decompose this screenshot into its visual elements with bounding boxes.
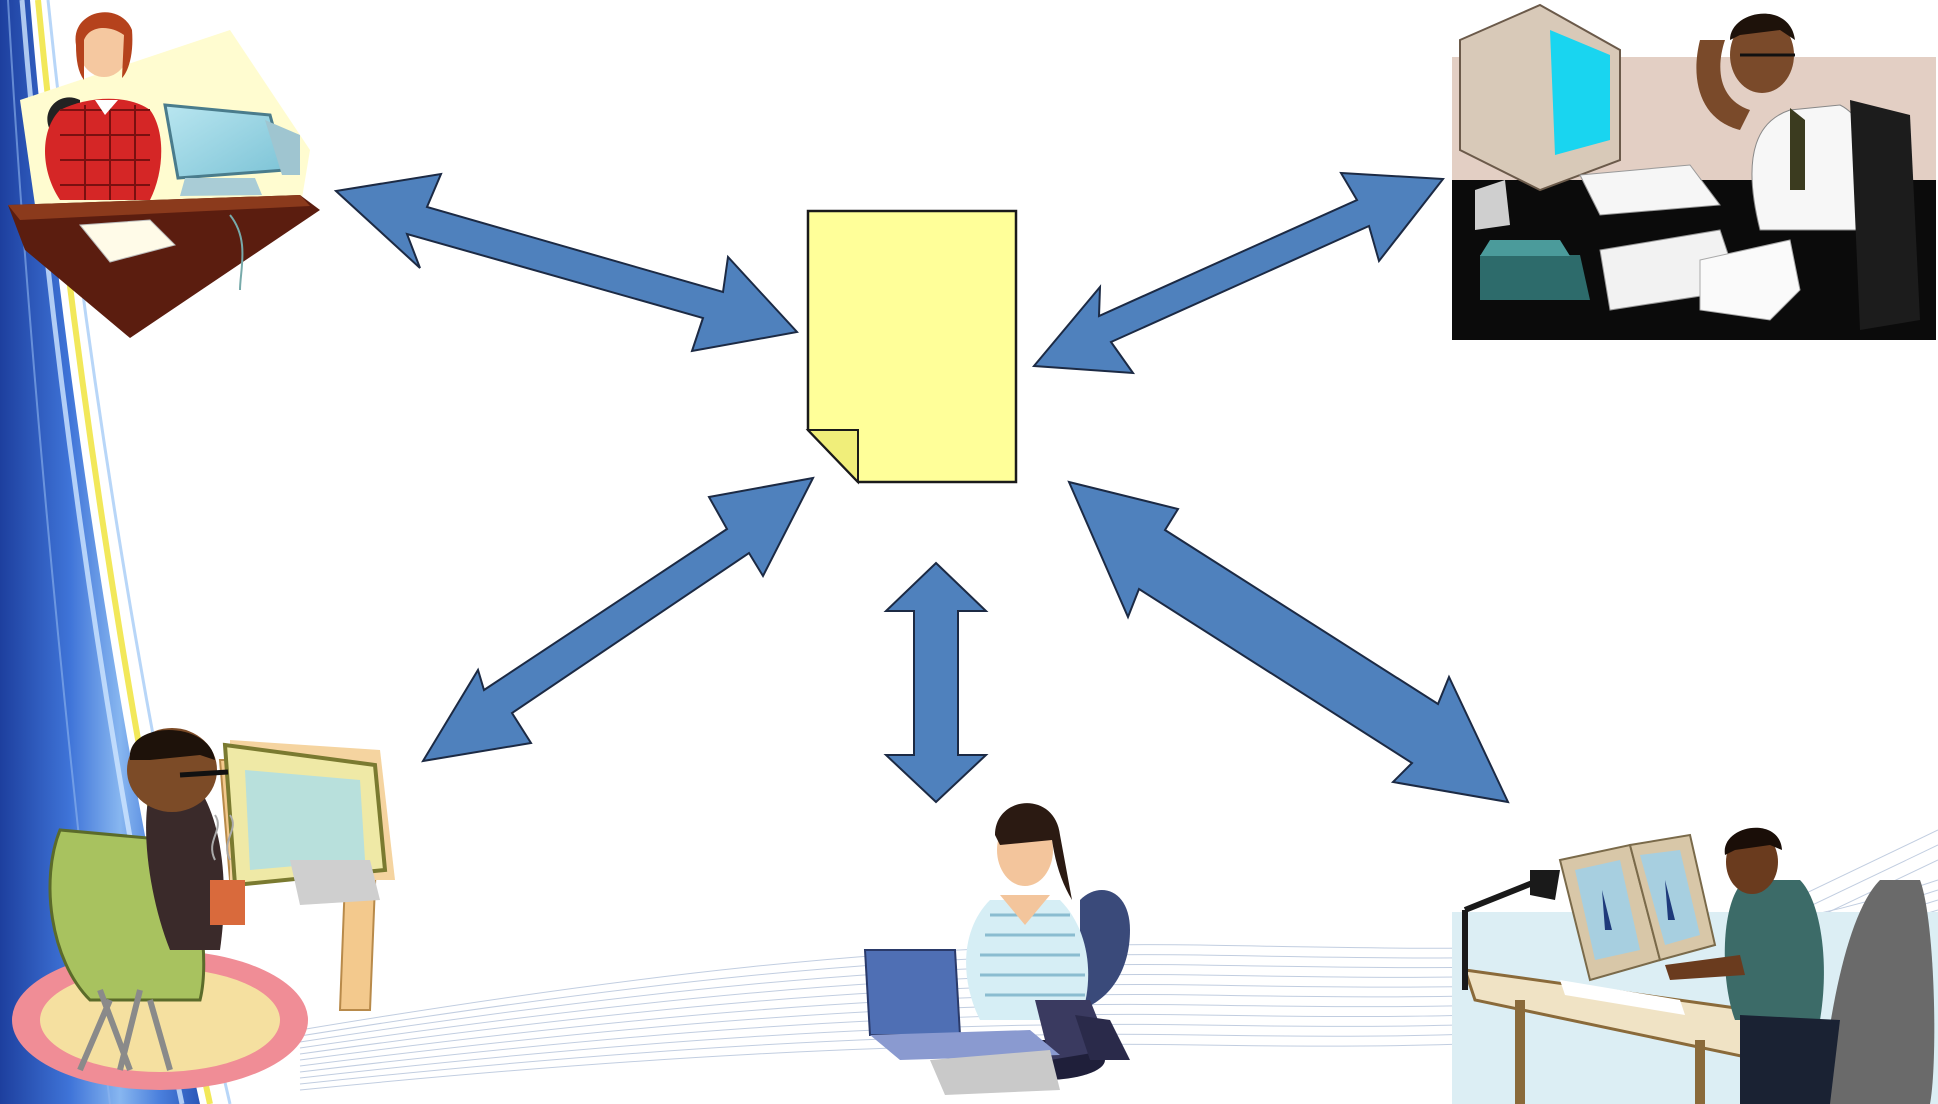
arrow-hub-top-right xyxy=(1031,171,1445,375)
arrow-hub-top-left xyxy=(333,172,799,353)
man-at-computer-icon xyxy=(12,728,395,1090)
man-at-computer-icon xyxy=(1452,3,1936,340)
woman-with-laptop-icon xyxy=(863,803,1130,1095)
arrow-hub-bottom-center xyxy=(883,561,989,804)
man-at-drafting-table-icon xyxy=(1452,827,1938,1104)
woman-at-computer-icon xyxy=(8,12,320,338)
arrow-hub-bottom-right xyxy=(1067,480,1510,804)
arrows xyxy=(333,171,1510,804)
document-icon xyxy=(805,209,1018,485)
arrow-hub-bottom-left xyxy=(421,476,815,763)
